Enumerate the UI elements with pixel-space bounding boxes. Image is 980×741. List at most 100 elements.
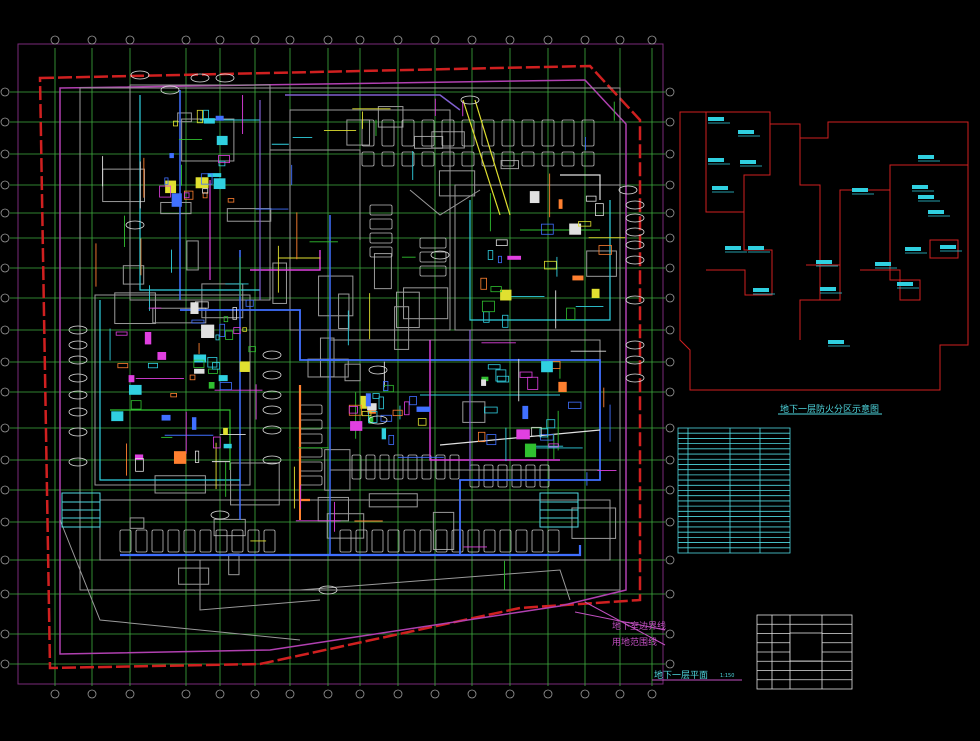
equipment-item (383, 384, 394, 393)
room-outline (368, 493, 418, 508)
callout-ellipse (190, 73, 210, 83)
equipment-item (111, 411, 124, 422)
grid-bubble (355, 689, 365, 699)
equipment-item (219, 382, 232, 391)
parking-bay (521, 151, 535, 167)
callout-ellipse (368, 365, 388, 375)
grid-bubble (323, 35, 333, 45)
grid-bubble (665, 517, 675, 527)
equipment-item (171, 193, 182, 207)
wall-path (289, 109, 451, 331)
grid-bubble (0, 629, 10, 639)
equipment-item (378, 396, 384, 410)
room-outline (462, 401, 486, 423)
pipe-run (285, 94, 461, 111)
equipment-item (372, 393, 380, 399)
parking-bay (151, 529, 164, 553)
equipment-item (404, 401, 410, 416)
parking-bay (515, 529, 528, 553)
grid-bubble (467, 35, 477, 45)
grid-bubble (181, 689, 191, 699)
equipment-item (497, 255, 502, 264)
equipment-item (527, 376, 539, 390)
grid-bubble (0, 293, 10, 303)
equipment-item (248, 346, 256, 353)
equipment-item (216, 135, 228, 146)
room-outline (324, 449, 351, 491)
parking-bay (339, 529, 352, 553)
equipment-item (531, 426, 542, 437)
room-outline (177, 112, 192, 123)
callout-ellipse (430, 250, 450, 260)
parking-bay (521, 119, 535, 147)
equipment-item (191, 417, 197, 430)
callout-ellipse (68, 325, 88, 335)
zoning-tag (897, 282, 913, 286)
grid-bubble (505, 689, 515, 699)
equipment-item (215, 115, 224, 121)
wall-path (299, 569, 571, 601)
grid-bubble (0, 233, 10, 243)
grid-bubble (665, 149, 675, 159)
equipment-item (202, 188, 209, 194)
parking-bay (511, 464, 522, 488)
room-outline (586, 250, 617, 277)
room-outline (226, 208, 272, 222)
callout-ellipse (262, 405, 282, 415)
parking-bay (541, 119, 555, 147)
wall-path (79, 87, 621, 591)
callout-ellipse (68, 340, 88, 350)
parking-bay (135, 529, 148, 553)
parking-bay (481, 119, 495, 147)
callout-ellipse (368, 415, 388, 425)
grid-bubble (665, 589, 675, 599)
equipment-item (117, 363, 129, 369)
equipment-item (490, 286, 502, 293)
grid-bubble (467, 689, 477, 699)
equipment-item (502, 314, 509, 328)
callout-ellipse (262, 370, 282, 380)
zoning-tag (753, 288, 769, 292)
room-outline (432, 511, 455, 550)
legend-table-left (61, 492, 101, 528)
grid-bubble (665, 180, 675, 190)
parking-bay (561, 119, 575, 147)
grid-bubble (665, 555, 675, 565)
zoning-tag (828, 340, 844, 344)
grid-bubble (0, 485, 10, 495)
equipment-item (215, 334, 220, 341)
callout-ellipse (68, 457, 88, 467)
main-plan-scale: 1:150 (720, 673, 735, 679)
equipment-item (245, 299, 254, 307)
zoning-tag (912, 185, 928, 189)
equipment-item (173, 120, 179, 127)
equipment-item (170, 393, 177, 398)
equipment-item (500, 289, 512, 301)
grid-bubble (665, 423, 675, 433)
zoning-tag (748, 246, 764, 250)
fire-zoning-diagram (679, 111, 969, 391)
equipment-item (541, 223, 554, 235)
parking-bay (199, 529, 212, 553)
grid-bubble (647, 689, 657, 699)
equipment-item (368, 410, 378, 423)
parking-bay (393, 454, 404, 480)
parking-bay (419, 251, 447, 263)
equipment-item (213, 178, 226, 190)
equipment-item (392, 409, 403, 417)
parking-bay (299, 433, 323, 444)
grid-bubble (0, 423, 10, 433)
parking-bay (371, 529, 384, 553)
equipment-item (232, 307, 237, 320)
callout-ellipse (68, 373, 88, 383)
equipment-item (194, 301, 209, 309)
room-outline (500, 160, 519, 170)
grid-bubble (0, 87, 10, 97)
callout-ellipse (318, 585, 338, 595)
equipment-item (208, 382, 215, 389)
grid-bubble (125, 35, 135, 45)
room-outline (230, 462, 280, 506)
equipment-item (195, 177, 209, 189)
wall-path (99, 499, 611, 561)
parking-bay (215, 529, 228, 553)
